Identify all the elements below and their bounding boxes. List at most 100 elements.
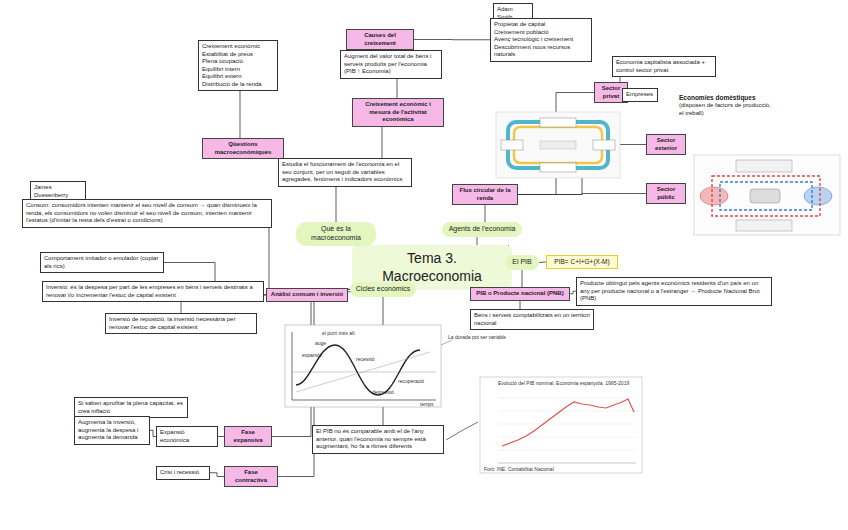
business-cycle-chart bbox=[285, 325, 452, 407]
node-text: Cicles econòmics bbox=[355, 285, 411, 294]
node-text: Sector públic bbox=[650, 186, 682, 201]
note-box: El PIB no és comparable amb el de l'any … bbox=[312, 425, 444, 454]
node-text: Descobriment nous recursos naturals bbox=[494, 44, 588, 59]
node-text: Estabilitat de preus bbox=[202, 51, 274, 59]
chart-label: temps bbox=[420, 401, 434, 407]
node-text: Economia capitalista associada + control… bbox=[616, 59, 712, 74]
node-text: Agents de l'economia bbox=[447, 225, 517, 234]
note-box: Empreses bbox=[622, 88, 658, 102]
node-text: Anàlisi consum i inversió bbox=[270, 291, 344, 299]
node-text: Empreses bbox=[626, 91, 654, 99]
node-text: Economies domèstiques bbox=[679, 94, 773, 102]
node-text: Flux circular de la renda bbox=[456, 187, 514, 202]
branch-connector bbox=[336, 187, 337, 223]
branch-bubble: Què és la macroeconomia bbox=[296, 222, 376, 246]
branch-connector bbox=[240, 91, 241, 138]
node-text: Equilibri intern bbox=[202, 66, 274, 74]
note-box: Consum: consumidors intenten mantenir el… bbox=[22, 199, 272, 228]
note-box: Augmenta la inversió, augmenta la despes… bbox=[74, 416, 150, 445]
node-text: Inversió de reposició, la inversió neces… bbox=[109, 316, 253, 331]
topic-label: PIB o Producte nacional (PNB) bbox=[470, 287, 570, 301]
branch-connector bbox=[269, 228, 270, 289]
chart-label: La durada pot ser variable bbox=[448, 334, 506, 340]
node-text: Consum: consumidors intenten mantenir el… bbox=[26, 202, 268, 225]
branch-connector bbox=[397, 79, 398, 99]
node-text: Causes del creixement bbox=[350, 32, 410, 47]
node-text: Creixement població bbox=[494, 29, 588, 37]
node-text: Béns i serveis comptabilitzats en un ter… bbox=[474, 312, 590, 327]
branch-connector bbox=[539, 262, 546, 263]
branch-connector bbox=[518, 194, 646, 195]
node-text: Distribució de la renda bbox=[202, 81, 274, 89]
node-text: Què és la macroeconomia bbox=[301, 225, 371, 243]
topic-label: Qüestions macroeconòmiques bbox=[202, 138, 284, 159]
branch-connector bbox=[477, 237, 478, 245]
note-box: Producte obtingut pels agents econòmics … bbox=[576, 277, 772, 306]
node-text: Avenç tecnològic i creixement bbox=[494, 36, 588, 44]
topic-label: Fase contractiva bbox=[224, 466, 278, 487]
note-box: Augment del valor total de béns i servei… bbox=[340, 50, 442, 79]
node-text: Fase contractiva bbox=[228, 469, 274, 484]
node-text: PIB= C+I+G+(X-M) bbox=[550, 258, 614, 266]
node-text: Sector privat bbox=[598, 85, 624, 100]
chart-label: Evolució del PIB nominal. Economia espan… bbox=[498, 380, 629, 386]
topic-label: Creixement econòmic i mesura de l'activi… bbox=[352, 98, 444, 127]
note-box: Creixement econòmicEstabilitat de preusP… bbox=[198, 40, 278, 91]
note-box: Propietat de capitalCreixement poblacióA… bbox=[490, 18, 592, 62]
node-text: Inversió: és la despesa per part de les … bbox=[46, 284, 260, 299]
topic-label: Flux circular de la renda bbox=[452, 184, 518, 205]
branch-bubble: El PIB bbox=[505, 255, 539, 270]
node-text: PIB o Producte nacional (PNB) bbox=[474, 290, 566, 298]
node-text: Estudia el funcionament de l'economia en… bbox=[282, 161, 408, 184]
node-text: Qüestions macroeconòmiques bbox=[206, 141, 280, 156]
chart-label: expansió bbox=[302, 352, 322, 358]
chart-label: recuperació bbox=[398, 378, 424, 384]
chart-label: auge bbox=[315, 340, 326, 346]
note-box: Expansió econòmica bbox=[156, 426, 218, 447]
branch-connector bbox=[414, 39, 490, 40]
branch-connector bbox=[485, 205, 486, 222]
node-text: Creixement econòmic bbox=[202, 43, 274, 51]
branch-bubble: Agents de l'economia bbox=[442, 222, 522, 237]
node-text: Expansió econòmica bbox=[160, 429, 214, 444]
node-text: Augment del valor total de béns i servei… bbox=[344, 53, 438, 76]
node-text: Sector exterior bbox=[650, 137, 682, 152]
note-box: Economies domèstiques(disposen de factor… bbox=[676, 92, 776, 119]
formula-box: PIB= C+I+G+(X-M) bbox=[546, 255, 618, 269]
chart-label: el punt més alt bbox=[322, 330, 355, 336]
note-box: Crisi i recessió bbox=[156, 466, 210, 480]
note-box: Comportament imitador o emulador (copiar… bbox=[40, 252, 164, 273]
chart-label: Font: INE. Contabilitat Nacional bbox=[484, 466, 554, 472]
note-box: Estudia el funcionament de l'economia en… bbox=[278, 158, 412, 187]
node-text: Tema 3. Macroeconomia bbox=[358, 250, 506, 285]
note-box: Béns i serveis comptabilitzats en un ter… bbox=[470, 309, 594, 330]
circular-flow-figure bbox=[496, 112, 620, 178]
node-text: Creixement econòmic i mesura de l'activi… bbox=[356, 101, 440, 124]
branch-connector bbox=[181, 302, 182, 313]
node-text: El PIB no és comparable amb el de l'any … bbox=[316, 428, 440, 451]
node-text: Crisi i recessió bbox=[160, 469, 206, 477]
node-text: Plena ocupació bbox=[202, 58, 274, 66]
topic-label: Sector públic bbox=[646, 183, 686, 204]
node-text: Propietat de capital bbox=[494, 21, 588, 29]
gdp-line-chart bbox=[480, 377, 642, 473]
node-text: Equilibri extern bbox=[202, 73, 274, 81]
leader-line bbox=[446, 422, 478, 440]
note-box: Inversió de reposició, la inversió neces… bbox=[105, 313, 257, 334]
topic-label: Anàlisi consum i inversió bbox=[266, 288, 348, 302]
topic-label: Fase expansiva bbox=[224, 426, 272, 447]
sector-flow-figure bbox=[694, 155, 840, 235]
note-box: Inversió: és la despesa per part de les … bbox=[42, 281, 264, 302]
node-text: Si saben aprofitar la plena capacitat, e… bbox=[78, 400, 184, 415]
node-text: (disposen de factors de producció, el tr… bbox=[679, 102, 773, 117]
note-box: Economia capitalista associada + control… bbox=[612, 56, 716, 77]
node-text: Augmenta la inversió, augmenta la despes… bbox=[78, 419, 146, 442]
node-text: James Duesenberry bbox=[34, 184, 82, 199]
branch-bubble: Cicles econòmics bbox=[350, 282, 416, 297]
chart-label: recessió bbox=[356, 356, 375, 362]
note-box: Si saben aprofitar la plena capacitat, e… bbox=[74, 397, 188, 418]
branch-connector bbox=[382, 127, 383, 159]
branch-connector bbox=[520, 301, 521, 310]
chart-label: depressió bbox=[372, 389, 394, 395]
node-text: Producte obtingut pels agents econòmics … bbox=[580, 280, 768, 303]
